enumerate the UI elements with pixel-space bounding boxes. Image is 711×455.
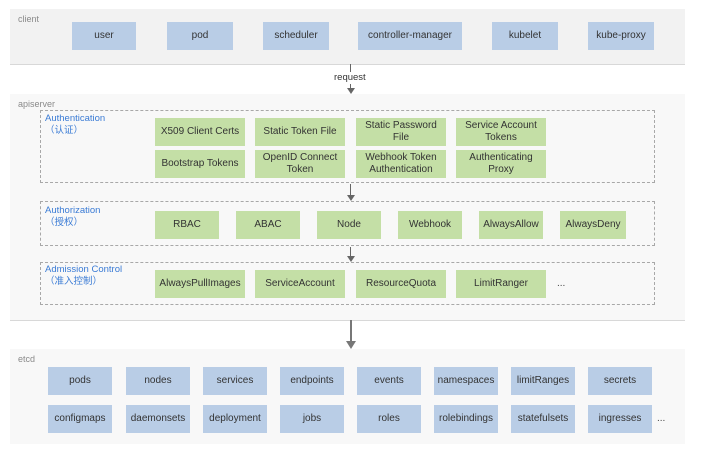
- authz-abac: ABAC: [236, 211, 300, 239]
- authn-to-authz-arrowhead: [346, 195, 355, 201]
- authz-to-admission-arrowhead: [346, 256, 355, 262]
- etcd-secrets: secrets: [588, 367, 652, 395]
- auth-bootstrap: Bootstrap Tokens: [155, 150, 245, 178]
- client-pod: pod: [167, 22, 233, 50]
- etcd-configmaps: configmaps: [48, 405, 112, 433]
- client-kubelet: kubelet: [492, 22, 558, 50]
- etcd-pods: pods: [48, 367, 112, 395]
- authz-webhook: Webhook: [398, 211, 462, 239]
- auth-static-token: Static Token File: [255, 118, 345, 146]
- authn-to-authz-line: [350, 184, 352, 196]
- authentication-group: [40, 110, 655, 183]
- admission-title: Admission Control （准入控制）: [45, 264, 123, 287]
- apiserver-to-etcd-arrowhead: [345, 341, 356, 349]
- auth-x509: X509 Client Certs: [155, 118, 245, 146]
- admission-limitranger: LimitRanger: [456, 270, 546, 298]
- auth-authenticating-proxy: Authenticating Proxy: [456, 150, 546, 178]
- request-arrow-top: [350, 64, 352, 72]
- etcd-deployment: deployment: [203, 405, 267, 433]
- apiserver-section: apiserver: [10, 94, 685, 321]
- request-label: request: [334, 72, 366, 83]
- etcd-services: services: [203, 367, 267, 395]
- etcd-ingresses: ingresses: [588, 405, 652, 433]
- etcd-limitranges: limitRanges: [511, 367, 575, 395]
- authorization-title: Authorization （授权）: [45, 205, 101, 228]
- authorization-group: [40, 201, 655, 246]
- client-controller-manager: controller-manager: [358, 22, 462, 50]
- etcd-namespaces: namespaces: [434, 367, 498, 395]
- etcd-nodes: nodes: [126, 367, 190, 395]
- admission-resourcequota: ResourceQuota: [356, 270, 446, 298]
- auth-service-account: Service Account Tokens: [456, 118, 546, 146]
- authz-alwaysallow: AlwaysAllow: [479, 211, 543, 239]
- etcd-roles: roles: [357, 405, 421, 433]
- auth-static-password: Static Password File: [356, 118, 446, 146]
- apiserver-to-etcd-line: [349, 320, 352, 342]
- apiserver-label: apiserver: [18, 99, 56, 109]
- client-label: client: [18, 14, 40, 24]
- etcd-label: etcd: [18, 354, 36, 364]
- authz-to-admission-line: [350, 247, 352, 257]
- etcd-daemonsets: daemonsets: [126, 405, 190, 433]
- etcd-events: events: [357, 367, 421, 395]
- etcd-endpoints: endpoints: [280, 367, 344, 395]
- client-kube-proxy: kube-proxy: [588, 22, 654, 50]
- authz-rbac: RBAC: [155, 211, 219, 239]
- auth-openid: OpenID Connect Token: [255, 150, 345, 178]
- admission-group: [40, 262, 655, 305]
- admission-serviceaccount: ServiceAccount: [255, 270, 345, 298]
- authentication-title: Authentication （认证）: [45, 113, 106, 136]
- admission-alwayspullimages: AlwaysPullImages: [155, 270, 245, 298]
- admission-more: ...: [557, 278, 566, 289]
- authz-alwaysdeny: AlwaysDeny: [560, 211, 626, 239]
- etcd-jobs: jobs: [280, 405, 344, 433]
- client-scheduler: scheduler: [263, 22, 329, 50]
- request-arrow-bottom: [350, 84, 352, 89]
- client-user: user: [72, 22, 136, 50]
- auth-webhook-token: Webhook Token Authentication: [356, 150, 446, 178]
- etcd-more: ...: [657, 413, 666, 424]
- request-arrowhead: [346, 88, 355, 94]
- etcd-rolebindings: rolebindings: [434, 405, 498, 433]
- authz-node: Node: [317, 211, 381, 239]
- etcd-statefulsets: statefulsets: [511, 405, 575, 433]
